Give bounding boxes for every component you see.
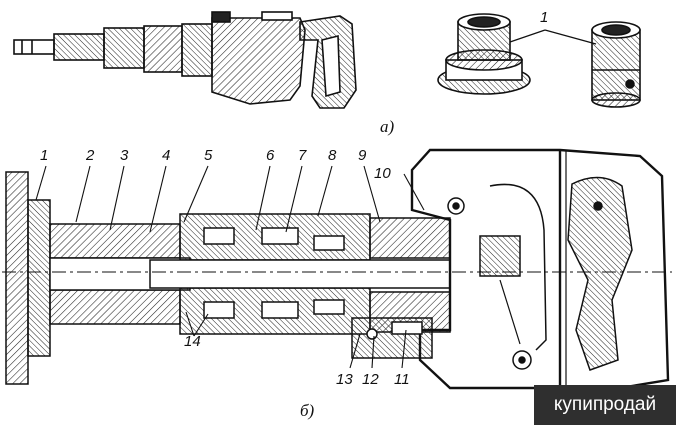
callout-label: 13: [336, 371, 353, 388]
callout-label: 2: [86, 147, 95, 164]
callout-label: 4: [162, 147, 171, 164]
spare-part-bushing: [591, 21, 641, 108]
callout-label: 5: [204, 147, 213, 164]
caption-figure-b: б): [300, 401, 315, 420]
watermark-logo: купипродай: [534, 385, 676, 425]
callout-label: 1: [40, 147, 49, 164]
callout-label: 9: [358, 147, 367, 164]
callout-label: 7: [298, 147, 307, 164]
hammer-sectional-view: [2, 148, 672, 390]
callout-label: 11: [394, 371, 410, 388]
callout-label: 10: [374, 165, 391, 182]
callout-label: 6: [266, 147, 275, 164]
caption-figure-a: а): [380, 117, 395, 136]
leader-lines-top: [509, 29, 597, 45]
callout-label: 12: [362, 371, 379, 388]
hammer-exterior-view: [13, 11, 357, 109]
callout-label: 1: [540, 9, 549, 26]
callout-label: 8: [328, 147, 337, 164]
callout-label: 14: [184, 333, 201, 350]
callout-label: 3: [120, 147, 129, 164]
spare-part-flanged: [437, 13, 531, 95]
leader-lines-bottom: [35, 165, 425, 369]
